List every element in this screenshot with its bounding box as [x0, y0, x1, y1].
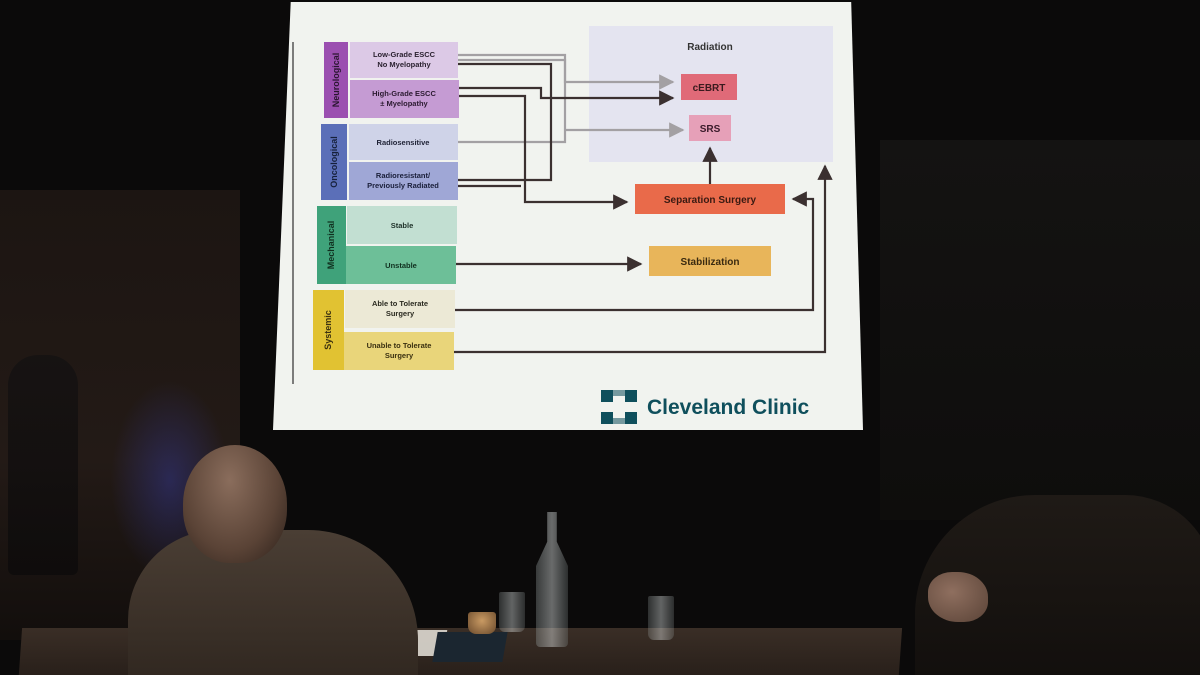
cebrt-label: cEBRT — [693, 83, 726, 94]
cleveland-clinic-logo: Cleveland Clinic — [601, 390, 810, 424]
criterion-line2: Surgery — [385, 351, 414, 360]
cebrt-box — [681, 74, 737, 100]
category-systemic: Systemic — [313, 290, 344, 370]
speaker-silhouette — [8, 355, 78, 575]
water-glass — [499, 592, 525, 632]
criterion-line1: Low-Grade ESCC — [373, 50, 436, 59]
arrow-highgrade-to-cebrt — [459, 86, 675, 106]
criterion-radioresistant: Radioresistant/ Previously Radiated — [349, 162, 458, 200]
criterion-able-to-tolerate: Able to Tolerate Surgery — [345, 290, 455, 328]
audience-member-body — [128, 530, 418, 675]
category-neurological: Neurological — [324, 42, 348, 118]
criterion-line1: Able to Tolerate — [372, 299, 428, 308]
criterion-unstable: Unstable — [346, 246, 456, 284]
category-label-systemic: Systemic — [323, 310, 333, 350]
stabilization-label: Stabilization — [681, 257, 740, 268]
criterion-line1: Unable to Tolerate — [367, 341, 432, 350]
audience-member-hand — [928, 572, 988, 622]
arrow-radioresistant-bracket — [458, 62, 553, 182]
water-bottle — [536, 512, 568, 647]
stabilization-box — [649, 246, 771, 276]
arrow-unable-to-radiation — [454, 164, 833, 354]
projection-screen: Radiation cEBRT SRS Separation Surgery S… — [273, 2, 863, 430]
criterion-line2: No Myelopathy — [377, 60, 431, 69]
coffee-cup — [468, 612, 496, 634]
water-glass — [648, 596, 674, 640]
audience-member-head — [183, 445, 287, 563]
wall-panel — [880, 140, 1200, 520]
criterion-line2: Surgery — [386, 309, 415, 318]
arrow-able-to-separation — [455, 191, 815, 312]
flowchart-diagram: Radiation cEBRT SRS Separation Surgery S… — [292, 26, 833, 424]
separation-surgery-label: Separation Surgery — [664, 195, 757, 206]
radiation-title: Radiation — [687, 42, 733, 53]
criterion-stable: Stable — [347, 206, 457, 244]
criterion-high-grade-escc: High-Grade ESCC ± Myelopathy — [350, 80, 459, 118]
clinic-cross-icon — [601, 390, 637, 424]
criterion-line1: High-Grade ESCC — [372, 89, 436, 98]
criterion-line2: ± Myelopathy — [380, 99, 428, 108]
criterion-low-grade-escc: Low-Grade ESCC No Myelopathy — [350, 42, 458, 78]
srs-box — [689, 115, 731, 141]
criterion-line1: Radioresistant/ — [376, 171, 431, 180]
srs-label: SRS — [700, 124, 721, 135]
logo-text: Cleveland Clinic — [647, 396, 810, 419]
criterion-line2: Previously Radiated — [367, 181, 439, 190]
criterion-unable-to-tolerate: Unable to Tolerate Surgery — [344, 332, 454, 370]
dark-arrows — [454, 62, 833, 354]
separation-surgery-box — [635, 184, 785, 214]
criterion-line1: Radiosensitive — [377, 138, 430, 147]
criterion-line1: Unstable — [385, 261, 417, 270]
category-label-oncological: Oncological — [329, 136, 339, 188]
category-label-mechanical: Mechanical — [326, 221, 336, 270]
criterion-radiosensitive: Radiosensitive — [349, 124, 458, 160]
arrow-highgrade-to-separation — [459, 94, 629, 210]
category-mechanical: Mechanical — [317, 206, 346, 284]
category-oncological: Oncological — [321, 124, 347, 200]
arrow-lowgrade-to-cebrt — [458, 58, 675, 90]
criterion-line1: Stable — [391, 221, 414, 230]
category-label-neurological: Neurological — [331, 53, 341, 108]
table-device — [432, 632, 508, 662]
